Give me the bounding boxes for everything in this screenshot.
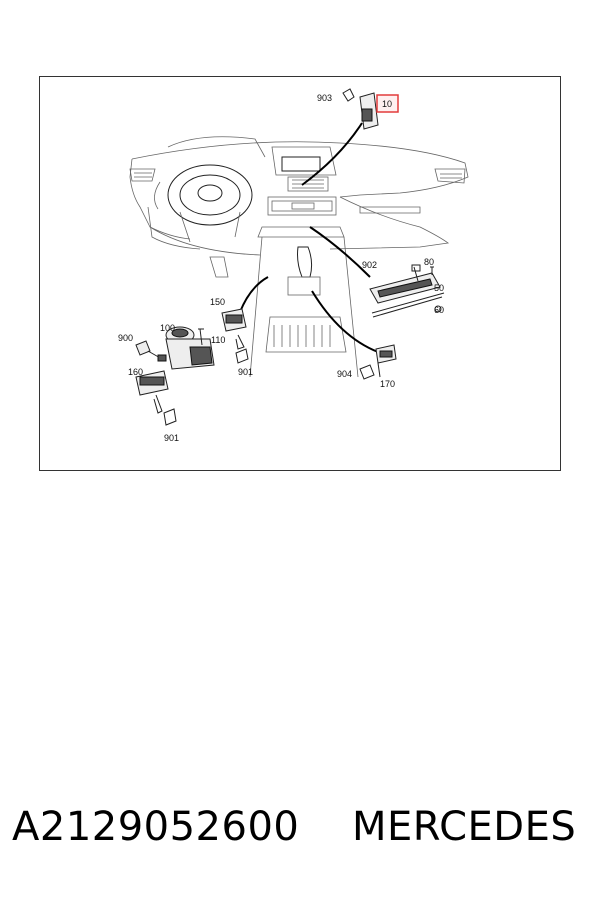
part-150-switch: [221, 308, 249, 364]
lead-line-10: [301, 122, 363, 186]
callout-900: 900: [118, 333, 133, 343]
part-100-controller: [165, 326, 215, 370]
part-170-switch: [359, 344, 397, 380]
callout-50: 50: [434, 283, 444, 293]
callout-100: 100: [160, 323, 175, 333]
part-number: A2129052600: [12, 804, 300, 850]
lead-line-150: [239, 276, 269, 313]
footer: A2129052600 MERCEDES: [0, 800, 600, 860]
callout-901-b: 901: [164, 433, 179, 443]
callout-904: 904: [337, 369, 352, 379]
callout-903: 903: [317, 93, 332, 103]
callout-160: 160: [128, 367, 143, 377]
brand-name: MERCEDES: [352, 804, 577, 850]
parts-diagram: 903 10 902 80 50 60 150 100 110 900 901 …: [39, 76, 561, 471]
lead-line-50: [309, 226, 371, 278]
part-10-switch: [342, 88, 399, 130]
lead-line-170: [311, 290, 379, 353]
dashboard-outline: [129, 136, 469, 378]
callout-60: 60: [434, 305, 444, 315]
callout-170: 170: [380, 379, 395, 389]
callout-110: 110: [211, 335, 225, 345]
part-50-control-unit: [369, 264, 445, 318]
callout-150: 150: [210, 297, 225, 307]
callout-10: 10: [382, 99, 392, 109]
part-900-connector: [135, 340, 167, 362]
callout-902: 902: [362, 260, 377, 270]
diagram-drawing: 903 10 902 80 50 60 150 100 110 900 901 …: [118, 88, 469, 443]
callout-901-a: 901: [238, 367, 253, 377]
part-160-switch: [135, 370, 177, 426]
callout-80: 80: [424, 257, 434, 267]
